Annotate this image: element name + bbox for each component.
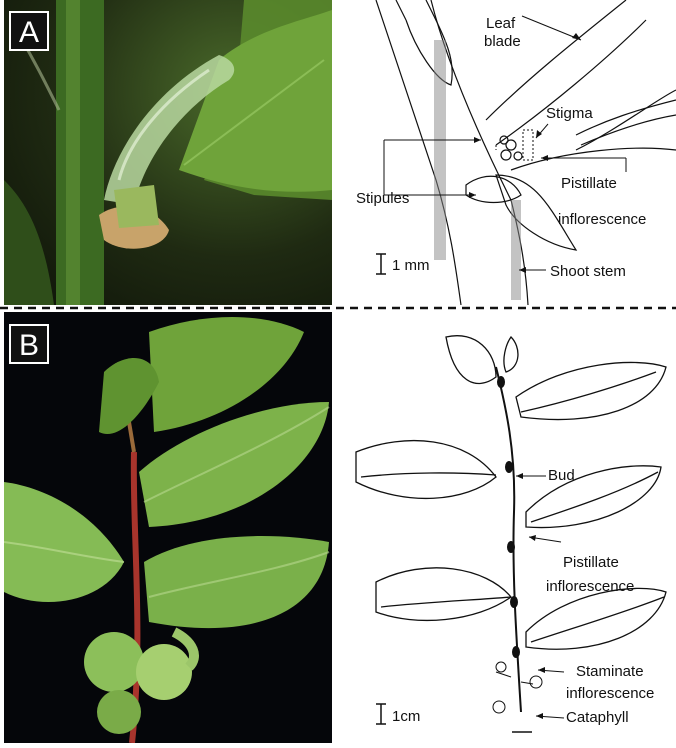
photo-panel-a — [4, 0, 332, 305]
bud-label: Bud — [548, 467, 575, 484]
pistillate-label-b-line2: inflorescence — [546, 578, 634, 595]
drawing-a-svg: Leaf blade Stigma Stipules Pistillate in… — [336, 0, 676, 305]
pistillate-label-a-line1: Pistillate — [561, 175, 617, 192]
panel-divider — [0, 306, 676, 310]
cataphyll-label: Cataphyll — [566, 709, 629, 726]
drawing-panel-a: Leaf blade Stigma Stipules Pistillate in… — [336, 0, 676, 305]
shoot-stem-label: Shoot stem — [550, 263, 626, 280]
photo-panel-b — [4, 312, 332, 743]
photo-b-illustration — [4, 312, 332, 743]
pistillate-label-a-line2: inflorescence — [558, 211, 646, 228]
stipules-label: Stipules — [356, 190, 409, 207]
panel-label-b: B — [9, 324, 49, 364]
leaf-blade-label-line2: blade — [484, 33, 521, 50]
scale-label-b: 1cm — [392, 708, 420, 725]
photo-a-illustration — [4, 0, 332, 305]
leaf-blade-label-line1: Leaf — [486, 15, 516, 32]
scale-label-a: 1 mm — [392, 257, 430, 274]
pistillate-label-b-line1: Pistillate — [563, 554, 619, 571]
staminate-label-line2: inflorescence — [566, 685, 654, 702]
stigma-label: Stigma — [546, 105, 593, 122]
panel-label-a: A — [9, 11, 49, 51]
drawing-b-svg: Bud Pistillate inflorescence Staminate i… — [336, 312, 676, 743]
staminate-label-line1: Staminate — [576, 663, 644, 680]
drawing-panel-b: Bud Pistillate inflorescence Staminate i… — [336, 312, 676, 743]
